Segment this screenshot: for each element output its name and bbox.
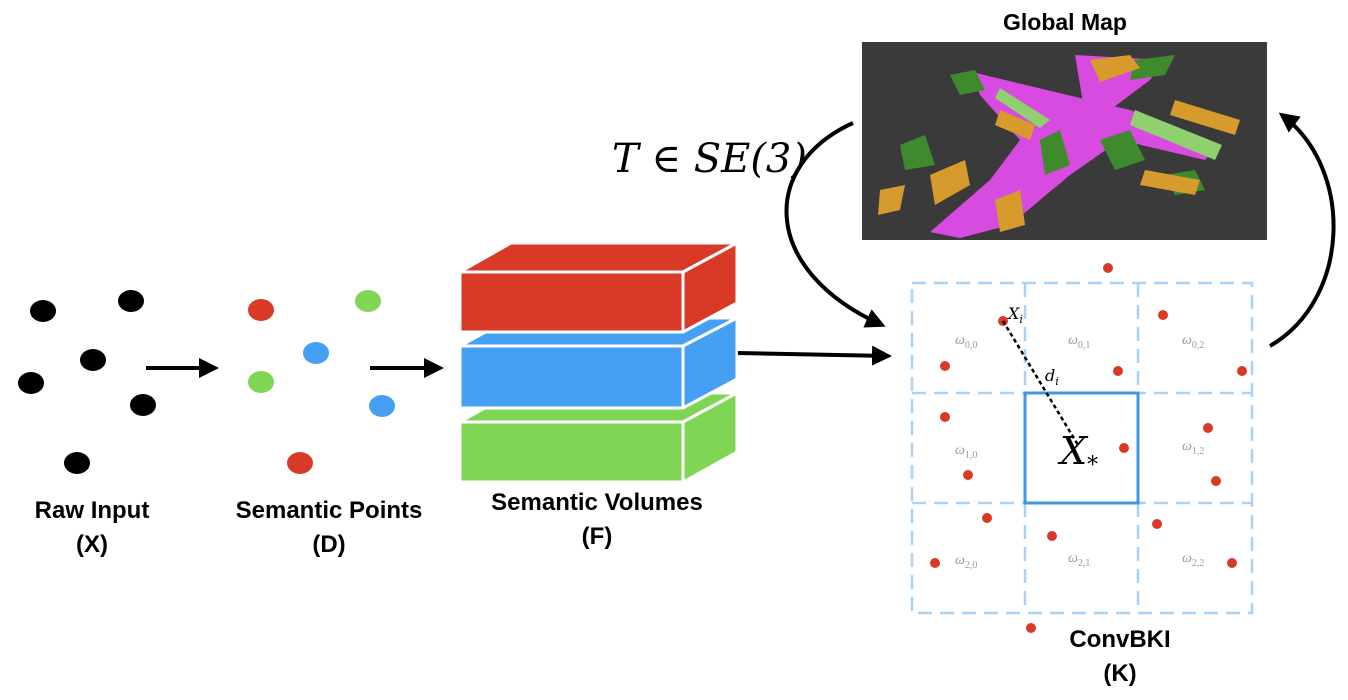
curved-arrow-icon [784, 121, 886, 328]
raw-point [80, 349, 106, 371]
global-map-image [862, 42, 1267, 240]
map-buildings [878, 55, 1240, 232]
convbki-grid [910, 281, 1254, 615]
raw-point [118, 290, 144, 312]
raw-input-symbol: (X) [76, 531, 108, 558]
raw-input-label: Raw Input [35, 497, 150, 524]
weight-label-2-0: ω2,0 [955, 553, 977, 571]
grid-point [930, 558, 940, 568]
raw-point [130, 394, 156, 416]
grid-point [1158, 310, 1168, 320]
transform-label: T ∈ SE(3) [612, 136, 807, 182]
raw-point [64, 452, 90, 474]
grid-point [1113, 366, 1123, 376]
grid-point [1119, 443, 1129, 453]
weight-label-2-1: ω2,1 [1068, 551, 1090, 569]
raw-point [30, 300, 56, 322]
raw-input-points [18, 290, 156, 474]
grid-point [1237, 366, 1247, 376]
curved-arrow-icon [1269, 112, 1336, 348]
distance-di-label: di [1045, 366, 1059, 388]
grid-point [1103, 263, 1113, 273]
global-map-title: Global Map [1003, 9, 1127, 35]
volume-red [458, 241, 739, 334]
query-point-label: X* [1057, 429, 1098, 478]
grid-point [1026, 623, 1036, 633]
semantic-point-red [248, 299, 274, 321]
grid-point [963, 470, 973, 480]
grid-point [940, 361, 950, 371]
semantic-points-label: Semantic Points [236, 497, 423, 524]
grid-point [1203, 423, 1213, 433]
grid-point [1047, 531, 1057, 541]
weight-label-0-2: ω0,2 [1182, 333, 1204, 351]
semantic-point-red [287, 452, 313, 474]
point-xi-label: Xi [1006, 304, 1023, 326]
semantic-points [248, 290, 395, 474]
grid-point [1211, 476, 1221, 486]
distance-line [1001, 320, 1080, 446]
raw-point [18, 372, 44, 394]
semantic-volumes-symbol: (F) [582, 523, 613, 550]
query-cell [1023, 391, 1140, 505]
map-vegetation [900, 55, 1205, 195]
map-sidewalk [995, 88, 1222, 160]
weight-label-0-1: ω0,1 [1068, 333, 1090, 351]
arrow-right-icon [737, 345, 892, 366]
semantic-points-symbol: (D) [312, 531, 345, 558]
semantic-volumes [458, 241, 739, 484]
grid-points [930, 263, 1247, 633]
grid-point [1152, 519, 1162, 529]
grid-point [982, 513, 992, 523]
weight-label-1-2: ω1,2 [1182, 439, 1204, 457]
weight-label-0-0: ω0,0 [955, 333, 977, 351]
semantic-point-green [355, 290, 381, 312]
grid-point [1227, 558, 1237, 568]
grid-point [940, 412, 950, 422]
semantic-point-blue [303, 342, 329, 364]
convbki-label: ConvBKI [1069, 626, 1170, 653]
semantic-point-blue [369, 395, 395, 417]
semantic-volumes-label: Semantic Volumes [491, 489, 703, 516]
weight-label-1-0: ω1,0 [955, 443, 977, 461]
semantic-point-green [248, 371, 274, 393]
weight-label-2-2: ω2,2 [1182, 551, 1204, 569]
convbki-symbol: (K) [1103, 660, 1136, 687]
